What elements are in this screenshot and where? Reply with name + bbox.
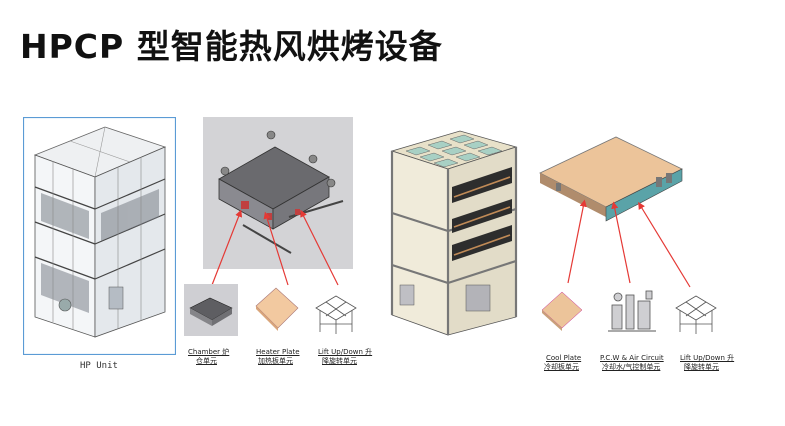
- pcw-air-caption-en: P.C.W & Air Circuit: [600, 354, 664, 362]
- hp-unit-label: HP Unit: [80, 361, 118, 371]
- cool-plate-thumb: [541, 291, 583, 331]
- cool-plate-unit-render: [539, 136, 683, 222]
- chamber-caption-en: Chamber 炉: [188, 348, 230, 356]
- page-title: HPCP 型智能热风烘烤设备: [20, 27, 443, 66]
- heater-plate-caption-cn: 加热板单元: [258, 357, 293, 365]
- lift-thumb-left: [315, 295, 357, 334]
- pcw-air-thumb: [608, 290, 656, 332]
- lift-caption-cn-left: 降旋转单元: [322, 357, 357, 365]
- chamber-caption-cn: 仓单元: [196, 357, 217, 365]
- lift-caption-en-right: Lift Up/Down 升: [680, 354, 735, 362]
- lift-caption-en-left: Lift Up/Down 升: [318, 348, 373, 356]
- right-arrows: [567, 199, 691, 288]
- heater-plate-thumb: [255, 287, 299, 331]
- cool-plate-machine-render: [390, 130, 518, 336]
- heater-plate-caption-en: Heater Plate: [256, 348, 300, 356]
- lift-thumb-right: [675, 295, 717, 334]
- lift-caption-cn-right: 降旋转单元: [684, 363, 719, 371]
- hp-unit-image: [23, 117, 176, 355]
- pcw-air-caption-cn: 冷却水/气控制单元: [602, 363, 661, 371]
- cool-plate-caption-cn: 冷却板单元: [544, 363, 579, 371]
- left-arrows: [211, 209, 339, 286]
- cool-plate-caption-en: Cool Plate: [546, 354, 582, 362]
- chamber-thumb: [184, 284, 238, 336]
